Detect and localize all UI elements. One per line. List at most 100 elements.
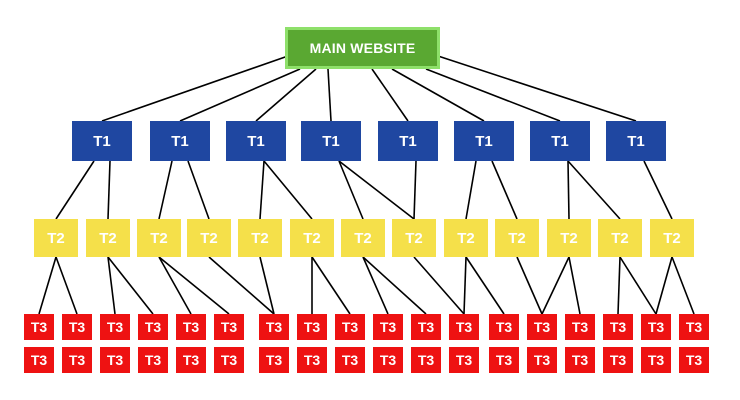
tier2-node-13: T2 — [650, 219, 694, 257]
tier3-node-r2-17: T3 — [641, 347, 671, 373]
connector-t2-t3-10 — [311, 256, 351, 315]
connector-t2-t3-16 — [516, 256, 543, 315]
tier3-node-r1-3: T3 — [100, 314, 130, 340]
connector-t1-t2-14 — [643, 160, 673, 220]
connector-main-t1-8 — [437, 55, 637, 122]
tier2-node-8: T2 — [392, 219, 436, 257]
tier3-node-r1-9: T3 — [335, 314, 365, 340]
connector-t1-t2-7 — [338, 160, 364, 220]
tier3-node-r1-17: T3 — [641, 314, 671, 340]
tier2-node-10: T2 — [495, 219, 539, 257]
connector-t1-t2-2 — [107, 160, 111, 220]
connector-main-t1-4 — [327, 68, 332, 122]
connector-main-t1-5 — [371, 68, 409, 122]
tier2-node-9: T2 — [444, 219, 488, 257]
connector-main-t1-1 — [101, 55, 289, 122]
tier3-node-r2-3: T3 — [100, 347, 130, 373]
connector-t1-t2-9 — [413, 160, 417, 220]
tier1-node-5: T1 — [378, 121, 438, 161]
connector-t2-t3-19 — [617, 256, 621, 315]
connector-t2-t3-8 — [259, 256, 275, 315]
tier3-node-r1-6: T3 — [214, 314, 244, 340]
tier1-node-2: T1 — [150, 121, 210, 161]
tier3-node-r2-5: T3 — [176, 347, 206, 373]
tier3-node-r1-12: T3 — [449, 314, 479, 340]
tier2-node-7: T2 — [341, 219, 385, 257]
connector-t2-t3-18 — [568, 256, 581, 315]
tier3-node-r2-1: T3 — [24, 347, 54, 373]
tier3-node-r1-15: T3 — [565, 314, 595, 340]
connector-t1-t2-12 — [567, 160, 570, 220]
connector-t2-t3-6 — [158, 256, 230, 315]
tier1-node-3: T1 — [226, 121, 286, 161]
tier2-node-4: T2 — [187, 219, 231, 257]
connector-main-t1-2 — [179, 68, 301, 122]
tier1-node-7: T1 — [530, 121, 590, 161]
connector-t2-t3-20 — [619, 256, 657, 315]
tier3-node-r1-14: T3 — [527, 314, 557, 340]
tier3-node-r1-1: T3 — [24, 314, 54, 340]
tier3-node-r2-8: T3 — [297, 347, 327, 373]
connector-t2-t3-14 — [463, 256, 467, 315]
tier3-node-r2-9: T3 — [335, 347, 365, 373]
tier2-node-2: T2 — [86, 219, 130, 257]
tier3-node-r1-7: T3 — [259, 314, 289, 340]
connector-t1-t2-8 — [338, 160, 415, 220]
connector-t2-t3-4 — [107, 256, 154, 315]
tier2-node-6: T2 — [290, 219, 334, 257]
tier3-node-r1-13: T3 — [489, 314, 519, 340]
tier2-node-1: T2 — [34, 219, 78, 257]
connector-t2-t3-12 — [362, 256, 427, 315]
main-website-node: MAIN WEBSITE — [285, 27, 440, 69]
tier3-node-r2-4: T3 — [138, 347, 168, 373]
tier1-node-6: T1 — [454, 121, 514, 161]
connector-main-t1-7 — [425, 68, 561, 122]
tier2-node-3: T2 — [137, 219, 181, 257]
connector-t2-t3-5 — [158, 256, 192, 315]
connector-t1-t2-10 — [465, 160, 477, 220]
connector-t1-t2-6 — [263, 160, 313, 220]
connector-t1-t2-13 — [567, 160, 621, 220]
tier3-node-r2-12: T3 — [449, 347, 479, 373]
tier3-node-r2-2: T3 — [62, 347, 92, 373]
tier2-node-12: T2 — [598, 219, 642, 257]
connector-t1-t2-5 — [259, 160, 265, 220]
tier2-node-5: T2 — [238, 219, 282, 257]
tier3-node-r2-13: T3 — [489, 347, 519, 373]
tier3-node-r2-18: T3 — [679, 347, 709, 373]
tier3-node-r2-7: T3 — [259, 347, 289, 373]
connector-t2-t3-7 — [208, 256, 275, 315]
tier3-node-r2-15: T3 — [565, 347, 595, 373]
connector-t2-t3-11 — [362, 256, 389, 315]
tier3-node-r1-4: T3 — [138, 314, 168, 340]
connector-t2-t3-3 — [107, 256, 116, 315]
connector-t1-t2-1 — [55, 160, 95, 220]
connector-t2-t3-15 — [465, 256, 505, 315]
connector-t2-t3-17 — [541, 256, 570, 315]
tier3-node-r2-11: T3 — [411, 347, 441, 373]
tier3-node-r1-11: T3 — [411, 314, 441, 340]
connector-t2-t3-1 — [38, 256, 57, 315]
tier3-node-r1-18: T3 — [679, 314, 709, 340]
connector-t1-t2-11 — [491, 160, 518, 220]
connector-t2-t3-2 — [55, 256, 78, 315]
tier3-node-r2-16: T3 — [603, 347, 633, 373]
tier2-node-11: T2 — [547, 219, 591, 257]
connector-main-t1-6 — [391, 68, 485, 122]
tier3-node-r1-10: T3 — [373, 314, 403, 340]
connector-t2-t3-13 — [413, 256, 465, 315]
tier3-node-r1-16: T3 — [603, 314, 633, 340]
tier3-node-r2-10: T3 — [373, 347, 403, 373]
tier3-node-r1-2: T3 — [62, 314, 92, 340]
tier3-node-r1-8: T3 — [297, 314, 327, 340]
tier1-node-1: T1 — [72, 121, 132, 161]
connector-t1-t2-3 — [158, 160, 173, 220]
tier3-node-r1-5: T3 — [176, 314, 206, 340]
tier1-node-4: T1 — [301, 121, 361, 161]
connector-t1-t2-4 — [187, 160, 210, 220]
tier1-node-8: T1 — [606, 121, 666, 161]
tier3-node-r2-14: T3 — [527, 347, 557, 373]
connector-t2-t3-21 — [655, 256, 673, 315]
